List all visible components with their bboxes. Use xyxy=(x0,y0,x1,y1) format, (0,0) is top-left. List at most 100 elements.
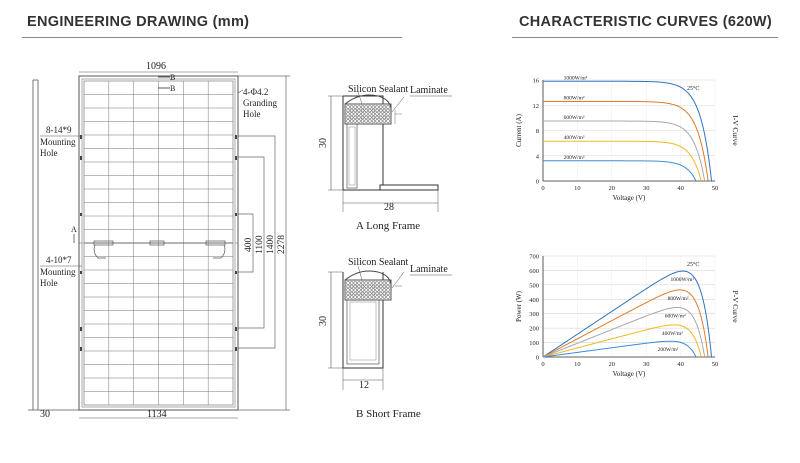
a-frame-width: 28 xyxy=(384,202,394,213)
series-label: 800W/m² xyxy=(564,95,585,101)
hatch-cell xyxy=(349,295,354,299)
hatch-cell xyxy=(360,284,365,289)
right-dimension-lines xyxy=(238,75,290,411)
hatch-cell xyxy=(349,284,354,289)
temperature-label: 25°C xyxy=(687,261,699,268)
hatch-cell xyxy=(382,115,387,120)
cable-left xyxy=(93,244,106,259)
hatch-cell xyxy=(386,288,390,292)
series-label: 600W/m² xyxy=(665,313,686,319)
grounding-hole-label-2: Granding xyxy=(243,98,277,108)
b-frame-width: 12 xyxy=(359,380,369,391)
hatch-cell xyxy=(364,105,368,109)
x-tick-label: 40 xyxy=(677,185,684,192)
mounting-hole-left xyxy=(80,271,82,274)
series-label: 200W/m² xyxy=(658,347,679,353)
mounting-hole-right xyxy=(235,156,237,160)
hatch-cell xyxy=(353,291,358,296)
hatch-cell xyxy=(357,288,361,292)
hatch-cell xyxy=(375,291,379,296)
series-line xyxy=(542,270,713,358)
a-frame-sealant-label: Silicon Sealant xyxy=(348,84,408,95)
hatch-cell xyxy=(371,108,376,113)
x-tick-label: 0 xyxy=(541,185,544,192)
hatch-cell xyxy=(357,284,361,289)
series-line xyxy=(542,289,709,358)
series-label: 400W/m² xyxy=(564,135,585,141)
hatch-cell xyxy=(364,291,368,296)
hatch-cell xyxy=(349,105,354,109)
a-frame-title: A Long Frame xyxy=(356,220,420,232)
hatch-cell xyxy=(375,115,379,120)
series-line xyxy=(543,100,709,182)
hatch-cell xyxy=(378,281,383,285)
a-frame-laminate-label: Laminate xyxy=(410,85,448,96)
section-marker-a: A xyxy=(71,225,77,234)
hatch-cell xyxy=(353,112,358,116)
hatch-cell xyxy=(353,108,358,113)
curve-side-label: I-V Curve xyxy=(731,115,740,146)
series-label: 1000W/m² xyxy=(564,75,588,81)
hatch-cell xyxy=(368,119,372,123)
y-tick-label: 400 xyxy=(529,297,539,304)
series-label: 800W/m² xyxy=(668,296,689,302)
hatch-cell xyxy=(378,115,383,120)
mounting-hole-right xyxy=(235,213,237,216)
hatch-cell xyxy=(364,288,368,292)
y-axis-label: Current (A) xyxy=(515,113,523,147)
x-tick-label: 30 xyxy=(643,361,650,368)
b-frame-title: B Short Frame xyxy=(356,408,421,420)
hatch-cell xyxy=(371,115,376,120)
mounting-hole-2-line3: Hole xyxy=(40,278,58,288)
dim-1400: 1400 xyxy=(266,235,276,254)
hatch-cell xyxy=(353,281,358,285)
hatch-cell xyxy=(382,112,387,116)
y-tick-label: 500 xyxy=(529,282,539,289)
mounting-hole-right xyxy=(235,271,237,274)
hatch-cell xyxy=(346,295,350,299)
series-line xyxy=(543,80,713,182)
hatch-cell xyxy=(357,105,361,109)
right-header-rule xyxy=(512,37,778,38)
hatch-cell xyxy=(368,295,372,299)
hatch-cell xyxy=(346,105,350,109)
hatch-cell xyxy=(371,288,376,292)
hatch-cell xyxy=(349,291,354,296)
hatch-cell xyxy=(346,119,350,123)
dim-400: 400 xyxy=(244,238,254,253)
hatch-cell xyxy=(353,288,358,292)
mounting-hole-left xyxy=(80,213,82,216)
hatch-cell xyxy=(349,288,354,292)
hatch-cell xyxy=(368,112,372,116)
hatch-cell xyxy=(357,115,361,120)
laminate-hatch-a xyxy=(346,105,390,123)
y-tick-label: 0 xyxy=(536,355,539,362)
series-label: 1000W/m² xyxy=(670,277,694,283)
b-short-frame-section xyxy=(328,265,405,390)
mounting-hole-right xyxy=(235,135,237,139)
hatch-cell xyxy=(378,108,383,113)
hatch-cell xyxy=(349,112,354,116)
series-label: 200W/m² xyxy=(564,155,585,161)
a-frame-height: 30 xyxy=(318,138,329,148)
hatch-cell xyxy=(364,295,368,299)
hatch-cell xyxy=(382,108,387,113)
hatch-cell xyxy=(364,281,368,285)
hatch-cell xyxy=(371,284,376,289)
section-marker-b1: B xyxy=(170,73,175,82)
hatch-cell xyxy=(368,108,372,113)
hatch-cell xyxy=(364,115,368,120)
laminate-hatch-b xyxy=(346,281,390,299)
hatch-cell xyxy=(346,108,350,113)
hatch-cell xyxy=(371,281,376,285)
hatch-cell xyxy=(353,295,358,299)
hatch-cell xyxy=(360,288,365,292)
mounting-hole-2-line2: Mounting xyxy=(40,267,76,277)
hatch-cell xyxy=(371,105,376,109)
hatch-cell xyxy=(375,284,379,289)
b-frame-sealant-label: Silicon Sealant xyxy=(348,257,408,268)
b-frame-height: 30 xyxy=(318,316,329,326)
mounting-hole-left xyxy=(80,347,82,351)
hatch-cell xyxy=(368,291,372,296)
section-marker-b2: B xyxy=(170,84,175,93)
